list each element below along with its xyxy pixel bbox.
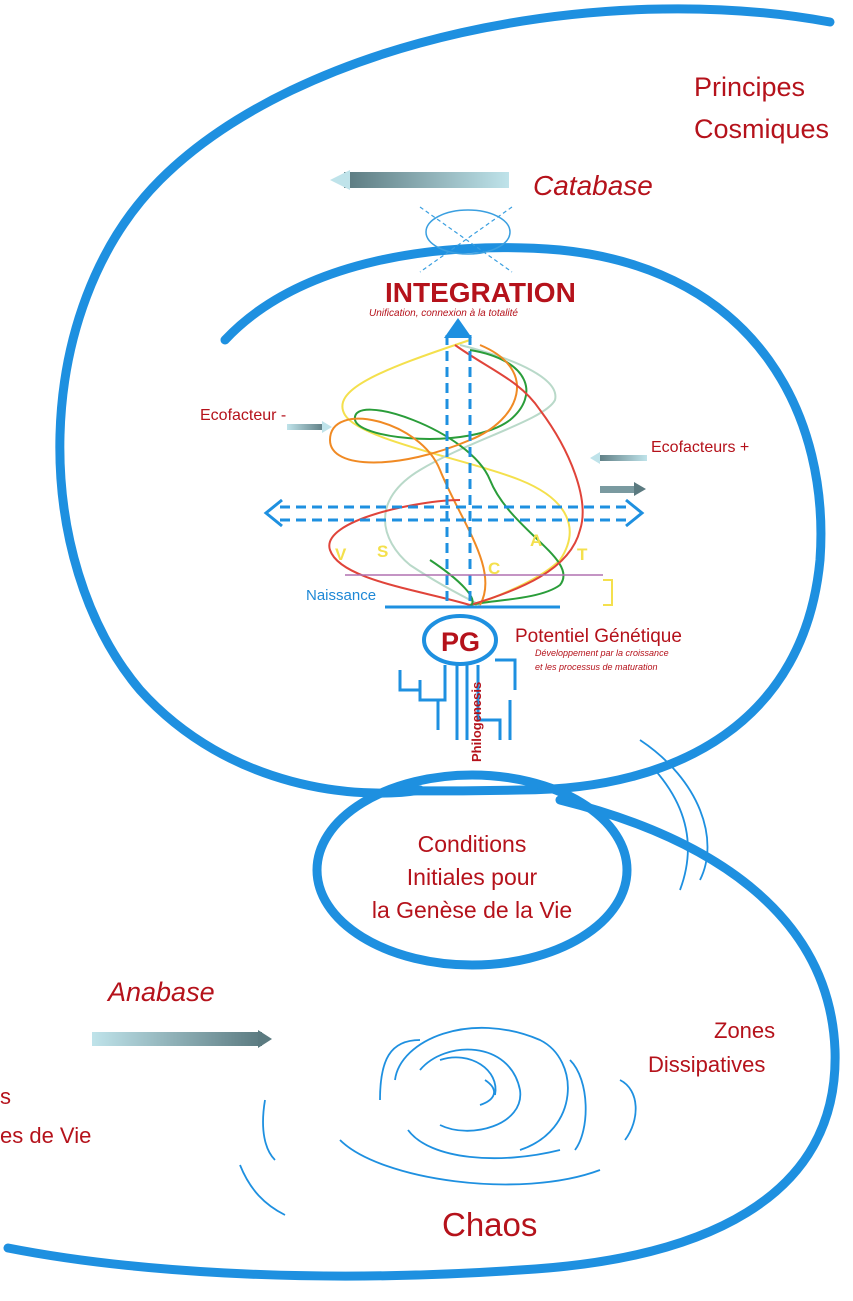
strand-yellow bbox=[341, 339, 571, 606]
strand-green bbox=[353, 349, 565, 606]
label-potentiel-sub1: Développement par la croissance bbox=[535, 648, 669, 658]
label-ecofacteurs-plus: Ecofacteurs + bbox=[651, 439, 749, 456]
conditions-oval bbox=[312, 770, 632, 970]
label-pg: PG bbox=[441, 627, 480, 657]
label-left-2: es de Vie bbox=[0, 1123, 91, 1148]
label-naissance: Naissance bbox=[306, 587, 376, 604]
letter-a: A bbox=[530, 531, 542, 550]
label-catabase: Catabase bbox=[533, 170, 653, 201]
pg-ellipse bbox=[422, 614, 498, 666]
label-conditions-1: Conditions bbox=[418, 831, 527, 857]
crossed-ellipse bbox=[419, 206, 513, 273]
label-left-1: s bbox=[0, 1084, 11, 1109]
strand-red bbox=[328, 344, 584, 607]
strand-pale bbox=[384, 344, 557, 606]
letter-t: T bbox=[577, 545, 588, 564]
label-conditions-3: la Genèse de la Vie bbox=[372, 897, 572, 923]
label-principes: Principes bbox=[694, 72, 805, 102]
inner-upper-oval bbox=[220, 243, 826, 796]
label-potentiel: Potentiel Génétique bbox=[515, 626, 682, 647]
root-lines bbox=[398, 658, 517, 740]
vertical-axes bbox=[444, 318, 472, 605]
letter-v: V bbox=[335, 545, 347, 564]
letter-s: S bbox=[377, 542, 388, 561]
strand-orange bbox=[328, 344, 518, 606]
label-zones: Zones bbox=[714, 1018, 775, 1043]
label-cosmiques: Cosmiques bbox=[694, 114, 829, 144]
catabase-arrow bbox=[330, 170, 509, 190]
dissipative-arcs bbox=[239, 739, 709, 1216]
outer-spiral-bottom bbox=[3, 795, 840, 1281]
outer-spiral-top bbox=[55, 4, 835, 798]
right-small-arrow bbox=[600, 482, 646, 496]
label-potentiel-sub2: et les processus de maturation bbox=[535, 662, 658, 672]
helix-strands bbox=[328, 339, 584, 607]
yellow-bracket bbox=[603, 579, 613, 606]
label-integration: INTEGRATION bbox=[385, 277, 576, 308]
label-anabase: Anabase bbox=[106, 977, 215, 1007]
letter-c: C bbox=[488, 559, 500, 578]
label-ecofacteur-minus: Ecofacteur - bbox=[200, 407, 286, 424]
ecofacteurs-plus-arrow bbox=[590, 452, 647, 464]
label-chaos: Chaos bbox=[442, 1206, 537, 1243]
ecofacteur-minus-arrow bbox=[287, 421, 332, 433]
label-philogenesis: Philogenesis bbox=[469, 682, 484, 762]
label-integration-sub: Unification, connexion à la totalité bbox=[369, 308, 518, 319]
anabase-arrow bbox=[92, 1030, 272, 1048]
strand-greenlow bbox=[429, 559, 474, 607]
horizontal-axis bbox=[263, 498, 645, 528]
label-conditions-2: Initiales pour bbox=[407, 864, 538, 890]
label-dissipatives: Dissipatives bbox=[648, 1052, 765, 1077]
